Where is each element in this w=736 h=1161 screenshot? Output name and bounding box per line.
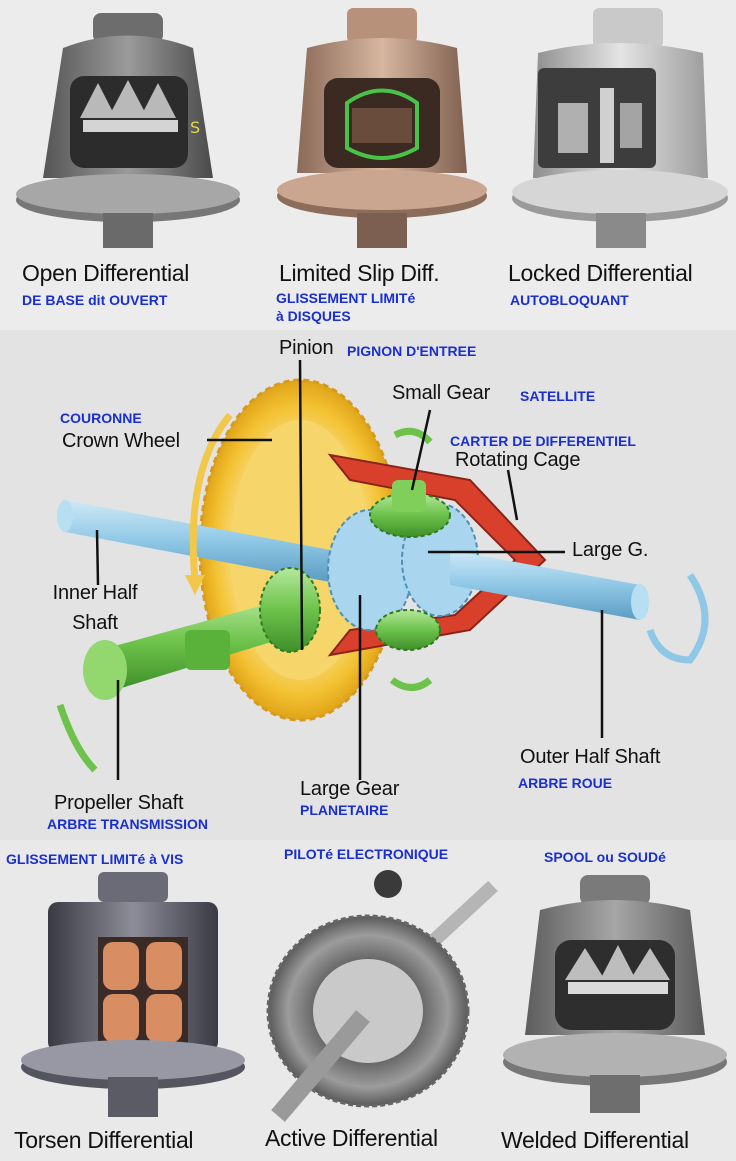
inner-half-shaft (57, 500, 330, 582)
torsen-differential-photo (18, 872, 248, 1122)
torsen-fr-label: GLISSEMENT LIMITé à VIS (6, 851, 184, 867)
open-differential-title: Open Differential (22, 260, 190, 286)
crown-wheel-label: Crown Wheel (62, 430, 180, 452)
small-gear-fr-label: SATELLITE (520, 388, 596, 404)
inner-half-shaft-line1: Inner Half (52, 582, 138, 604)
rotating-cage-fr-label: CARTER DE DIFFERENTIEL (450, 433, 636, 449)
propeller-shaft-and-pinion (83, 567, 321, 700)
large-g-label: Large G. (572, 539, 649, 561)
open-differential-photo: S (8, 8, 248, 253)
active-differential-title: Active Differential (265, 1125, 438, 1151)
active-differential-photo (258, 866, 498, 1126)
welded-differential-title: Welded Differential (501, 1127, 689, 1153)
large-gear-fr-label: PLANETAIRE (300, 802, 389, 818)
locked-differential-fr-label: AUTOBLOQUANT (510, 292, 629, 308)
torsen-differential-title: Torsen Differential (14, 1127, 194, 1153)
differential-cutaway-diagram (56, 359, 709, 780)
svg-text:S: S (190, 118, 200, 137)
inner-half-shaft-line2: Shaft (72, 612, 118, 634)
crown-wheel-fr-label: COURONNE (60, 410, 142, 426)
outer-half-shaft-fr-label: ARBRE ROUE (518, 775, 613, 791)
locked-differential-photo (508, 8, 730, 253)
welded-fr-label: SPOOL ou SOUDé (544, 849, 666, 865)
propeller-shaft-label: Propeller Shaft (54, 792, 184, 814)
pinion-label: Pinion (279, 337, 334, 359)
active-fr-label: PILOTé ELECTRONIQUE (284, 846, 449, 862)
outer-half-shaft-label: Outer Half Shaft (520, 746, 661, 768)
limited-slip-title: Limited Slip Diff. (279, 260, 440, 286)
open-differential-fr-label: DE BASE dit OUVERT (22, 292, 168, 308)
locked-differential-title: Locked Differential (508, 260, 693, 286)
propeller-shaft-fr-label: ARBRE TRANSMISSION (47, 816, 209, 832)
large-side-gears (327, 503, 479, 631)
rotating-cage-label: Rotating Cage (455, 449, 581, 471)
limited-slip-fr-line2: à DISQUES (276, 308, 351, 324)
small-gear-label: Small Gear (392, 382, 491, 404)
outer-half-shaft (450, 550, 649, 620)
limited-slip-photo (272, 8, 492, 253)
rotation-arrows (56, 412, 709, 773)
leader-lines (95, 359, 604, 780)
pinion-fr-label: PIGNON D'ENTREE (347, 343, 477, 359)
small-planet-gears (369, 480, 451, 651)
limited-slip-fr-line1: GLISSEMENT LIMITé (276, 290, 416, 306)
inner-half-shaft-label: Inner Half Shaft (40, 578, 150, 638)
welded-differential-photo (500, 870, 730, 1120)
large-gear-label: Large Gear (300, 778, 400, 800)
